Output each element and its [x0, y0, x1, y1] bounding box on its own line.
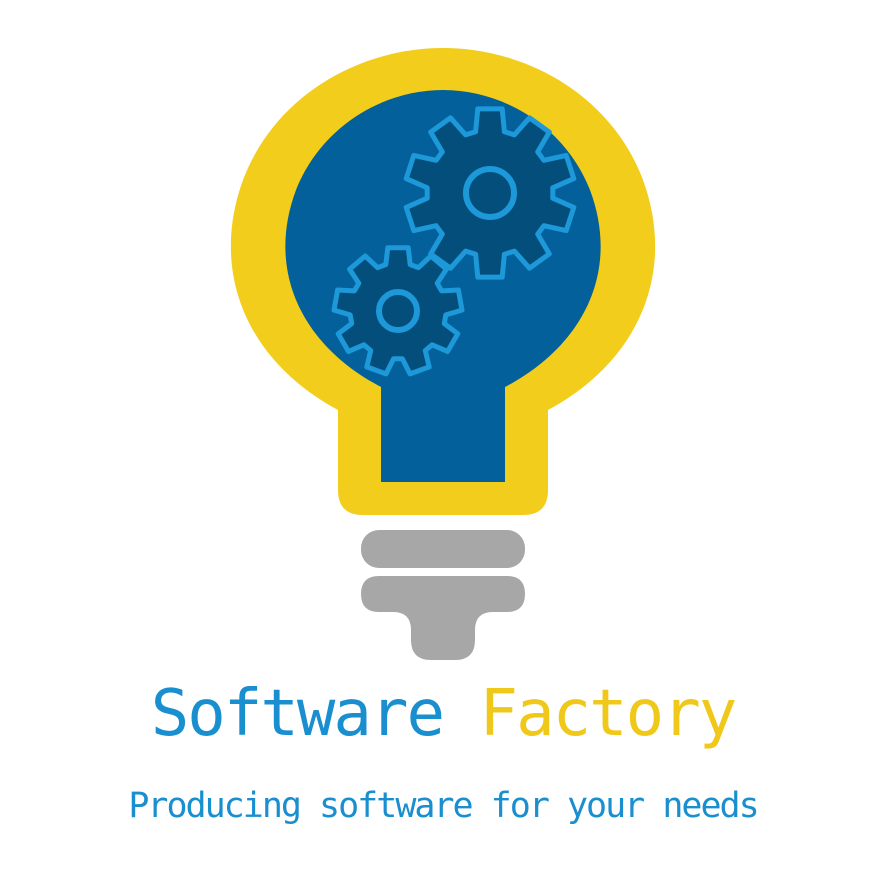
bulb-screw-base-icon — [361, 530, 525, 660]
brand-tagline: Producing software for your needs — [128, 786, 759, 826]
large-gear-hub — [463, 166, 517, 220]
small-gear-icon — [331, 245, 465, 377]
large-gear-icon — [403, 106, 577, 280]
brand-word-space — [443, 677, 480, 751]
brand-title: Software Factory — [0, 674, 886, 754]
brand-word-software: Software — [150, 677, 445, 751]
small-gear-body — [331, 245, 465, 377]
base-ring-top — [361, 530, 525, 568]
lightbulb-icon — [230, 48, 656, 515]
small-gear-hub — [376, 289, 420, 333]
base-ring-bottom — [361, 576, 525, 660]
brand-word-factory: Factory — [479, 677, 738, 751]
large-gear-body — [403, 106, 577, 280]
